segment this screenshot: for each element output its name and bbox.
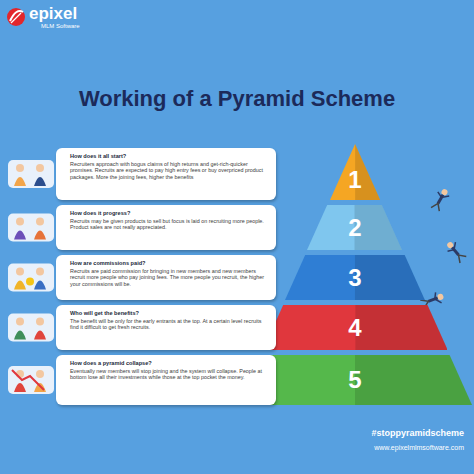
person-icon [8,314,54,342]
card-heading: How does it all start? [70,153,268,160]
falling-person [429,187,451,213]
info-card: How are commissions paid?Recruits are pa… [56,255,276,300]
card-body: Recruits may be given products to sell b… [70,218,268,231]
person-icon [8,264,54,292]
brand-subtitle: MLM Software [41,23,80,29]
card-body: The benefit will be only for the early e… [70,318,268,331]
level-number: 4 [348,316,361,340]
person-icon [8,160,54,188]
level-number: 5 [348,368,361,392]
level-number: 1 [348,168,361,192]
brand-name: epixel [29,4,77,24]
card-heading: How does a pyramid collapse? [70,360,268,367]
level-number: 2 [348,216,361,240]
person-icon [8,366,54,394]
level-number: 3 [348,266,361,290]
card-body: Recruits are paid commission for bringin… [70,268,268,288]
falling-person [444,239,468,264]
website-url: www.epixelmlmsoftware.com [374,444,464,451]
card-heading: How are commissions paid? [70,260,268,267]
info-card: How does it progress?Recruits may be giv… [56,205,276,250]
pyramid-level: 2 [307,205,402,250]
hashtag: #stoppyramidscheme [371,428,464,438]
card-body: Recruiters approach with bogus claims of… [70,161,268,181]
info-card: How does it all start?Recruiters approac… [56,148,276,200]
pyramid-level: 4 [263,305,448,350]
info-card: Who will get the benefits?The benefit wi… [56,305,276,350]
card-heading: Who will get the benefits? [70,310,268,317]
logo-mark [7,8,25,26]
pyramid-level: 3 [285,255,425,300]
person-icon [8,214,54,242]
card-heading: How does it progress? [70,210,268,217]
card-body: Eventually new members will stop joining… [70,368,268,381]
pyramid-level: 1 [330,144,380,200]
title: Working of a Pyramid Scheme [0,86,474,112]
info-card: How does a pyramid collapse?Eventually n… [56,355,276,405]
